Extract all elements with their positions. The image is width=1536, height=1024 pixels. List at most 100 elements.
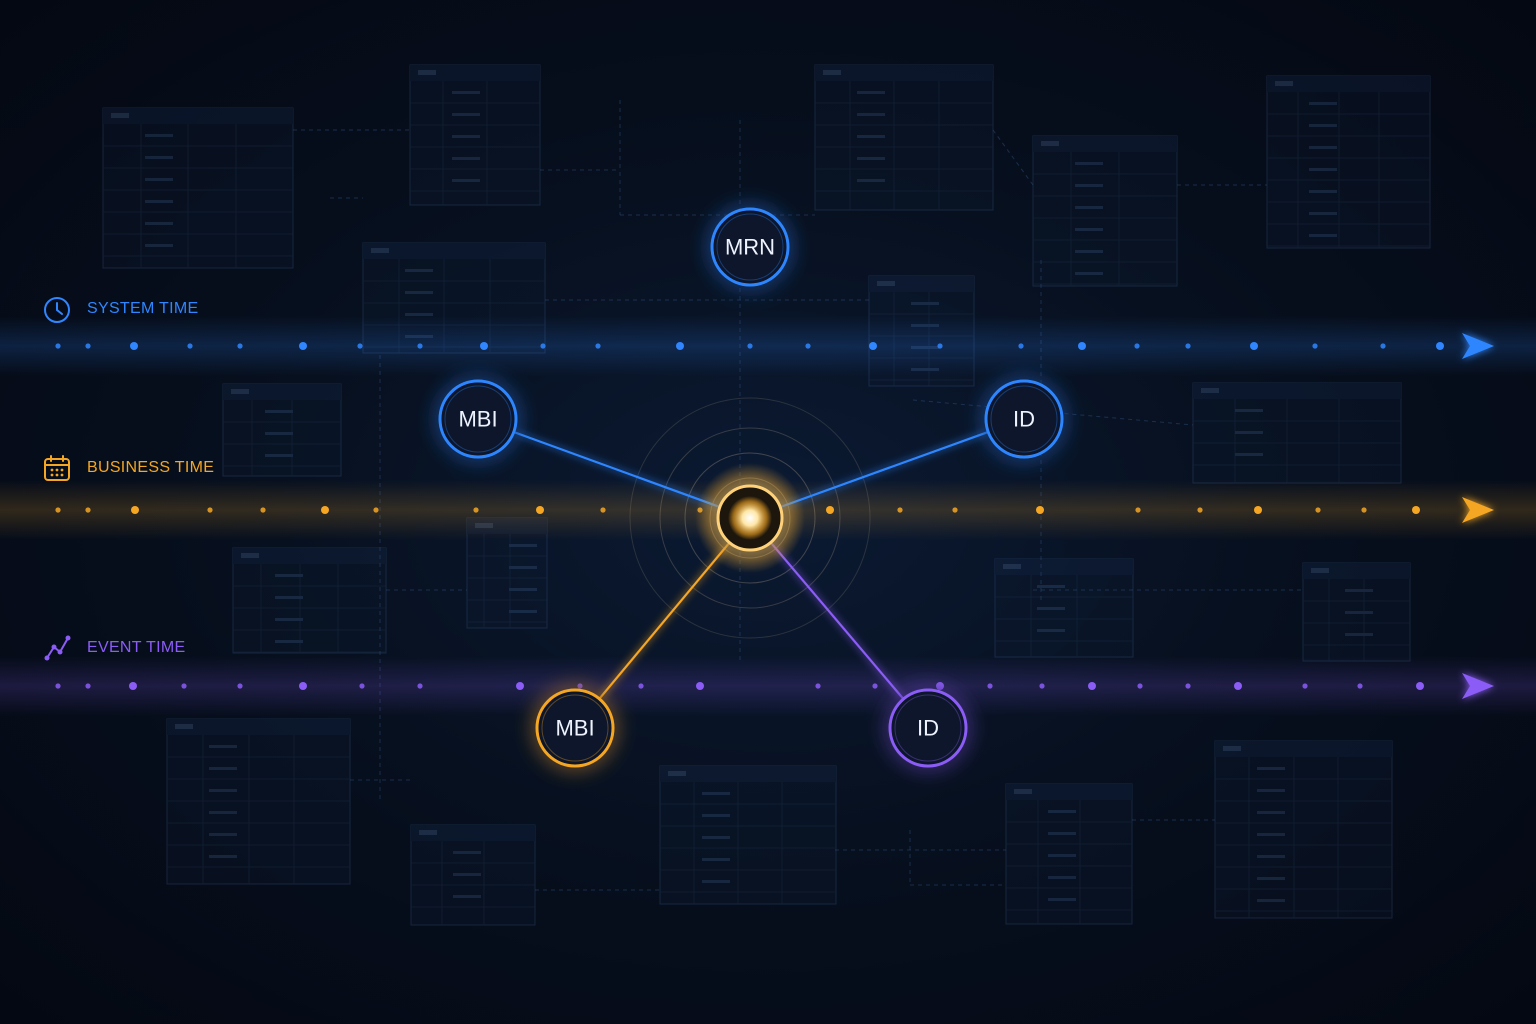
axis-arrowhead bbox=[1462, 497, 1494, 523]
axis-tick bbox=[869, 342, 877, 350]
axis-tick bbox=[1137, 683, 1143, 689]
axis-tick bbox=[480, 342, 488, 350]
node-id-2[interactable]: ID bbox=[984, 379, 1064, 459]
background-table bbox=[1266, 75, 1431, 249]
edge-id bbox=[779, 430, 989, 509]
background-table bbox=[409, 64, 541, 206]
node-label: ID bbox=[1013, 407, 1035, 432]
axis-tick bbox=[181, 683, 187, 689]
axis-tick bbox=[805, 343, 811, 349]
axis-tick bbox=[129, 682, 137, 690]
axis-tick bbox=[85, 507, 91, 513]
hub-node bbox=[695, 463, 805, 573]
background-table bbox=[222, 383, 342, 477]
axis-tick bbox=[85, 343, 91, 349]
axis-tick bbox=[237, 683, 243, 689]
background-table-layer bbox=[102, 64, 1431, 926]
axis-tick bbox=[417, 683, 423, 689]
background-table bbox=[410, 824, 536, 926]
axis-tick bbox=[1250, 342, 1258, 350]
node-circle bbox=[710, 207, 790, 287]
node-circle bbox=[535, 688, 615, 768]
axis-tick bbox=[1254, 506, 1262, 514]
axis-tick bbox=[1088, 682, 1096, 690]
axis-label-business-time: BUSINESS TIME bbox=[87, 459, 215, 476]
node-id-4[interactable]: ID bbox=[888, 688, 968, 768]
axis-tick bbox=[1380, 343, 1386, 349]
axis-tick bbox=[1135, 507, 1141, 513]
axis-tick bbox=[536, 506, 544, 514]
axis-tick bbox=[826, 506, 834, 514]
axis-tick bbox=[321, 506, 329, 514]
node-label: MRN bbox=[725, 235, 775, 260]
axis-tick bbox=[299, 342, 307, 350]
axis-tick bbox=[373, 507, 379, 513]
axis-label-system-time: SYSTEM TIME bbox=[87, 300, 199, 317]
axis-tick bbox=[299, 682, 307, 690]
background-table bbox=[814, 64, 994, 211]
node-inner-ring bbox=[990, 385, 1058, 453]
axis-tick bbox=[1036, 506, 1044, 514]
background-table bbox=[1214, 740, 1393, 919]
nodes-layer: MRN MBI ID MBI ID bbox=[438, 207, 1064, 768]
node-circle bbox=[888, 688, 968, 768]
axis-tick bbox=[872, 683, 878, 689]
axis-tick bbox=[516, 682, 524, 690]
axis-tick bbox=[1416, 682, 1424, 690]
edges-layer bbox=[513, 285, 989, 700]
axis-tick bbox=[540, 343, 546, 349]
axis-tick bbox=[987, 683, 993, 689]
axis-tick bbox=[207, 507, 213, 513]
axis-tick bbox=[1134, 343, 1140, 349]
node-circle bbox=[984, 379, 1064, 459]
axis-tick bbox=[55, 343, 61, 349]
node-inner-ring bbox=[444, 385, 512, 453]
axis-tick bbox=[676, 342, 684, 350]
edge-mbi bbox=[598, 541, 731, 700]
axis-tick bbox=[1312, 343, 1318, 349]
axis-tick bbox=[937, 343, 943, 349]
axis-tick bbox=[417, 343, 423, 349]
axis-tick bbox=[55, 507, 61, 513]
axis-tick bbox=[55, 683, 61, 689]
axis-tick bbox=[638, 683, 644, 689]
axis-label-event-time: EVENT TIME bbox=[87, 639, 186, 656]
axis-tick bbox=[357, 343, 363, 349]
node-inner-ring bbox=[716, 213, 784, 281]
calendar-icon bbox=[44, 455, 70, 481]
clock-icon bbox=[44, 297, 70, 323]
axis-tick bbox=[815, 683, 821, 689]
axis-tick bbox=[1078, 342, 1086, 350]
axis-arrowhead bbox=[1462, 673, 1494, 699]
node-mbi-3[interactable]: MBI bbox=[535, 688, 615, 768]
axis-tick bbox=[1018, 343, 1024, 349]
axis-tick bbox=[1039, 683, 1045, 689]
event-graph-icon bbox=[44, 635, 71, 661]
background-table bbox=[1192, 382, 1402, 484]
background-table bbox=[1032, 135, 1178, 287]
background-table bbox=[994, 558, 1134, 658]
axis-tick bbox=[359, 683, 365, 689]
axis-tick bbox=[260, 507, 266, 513]
axis-tick bbox=[1361, 507, 1367, 513]
node-mrn-0[interactable]: MRN bbox=[710, 207, 790, 287]
background-table bbox=[659, 765, 837, 905]
axis-tick bbox=[1185, 343, 1191, 349]
node-circle bbox=[438, 379, 518, 459]
axis-arrowhead bbox=[1462, 333, 1494, 359]
axis-tick bbox=[131, 506, 139, 514]
background-table bbox=[1005, 783, 1133, 925]
axis-tick bbox=[237, 343, 243, 349]
axis-tick bbox=[600, 507, 606, 513]
axis-tick bbox=[1234, 682, 1242, 690]
background-table bbox=[166, 718, 351, 885]
axis-tick bbox=[473, 507, 479, 513]
background-table bbox=[232, 547, 387, 654]
axis-tick bbox=[1357, 683, 1363, 689]
background-connector bbox=[912, 399, 1194, 426]
background-table bbox=[102, 107, 294, 269]
edge-id bbox=[769, 541, 905, 700]
node-mbi-1[interactable]: MBI bbox=[438, 379, 518, 459]
axis-tick bbox=[696, 682, 704, 690]
